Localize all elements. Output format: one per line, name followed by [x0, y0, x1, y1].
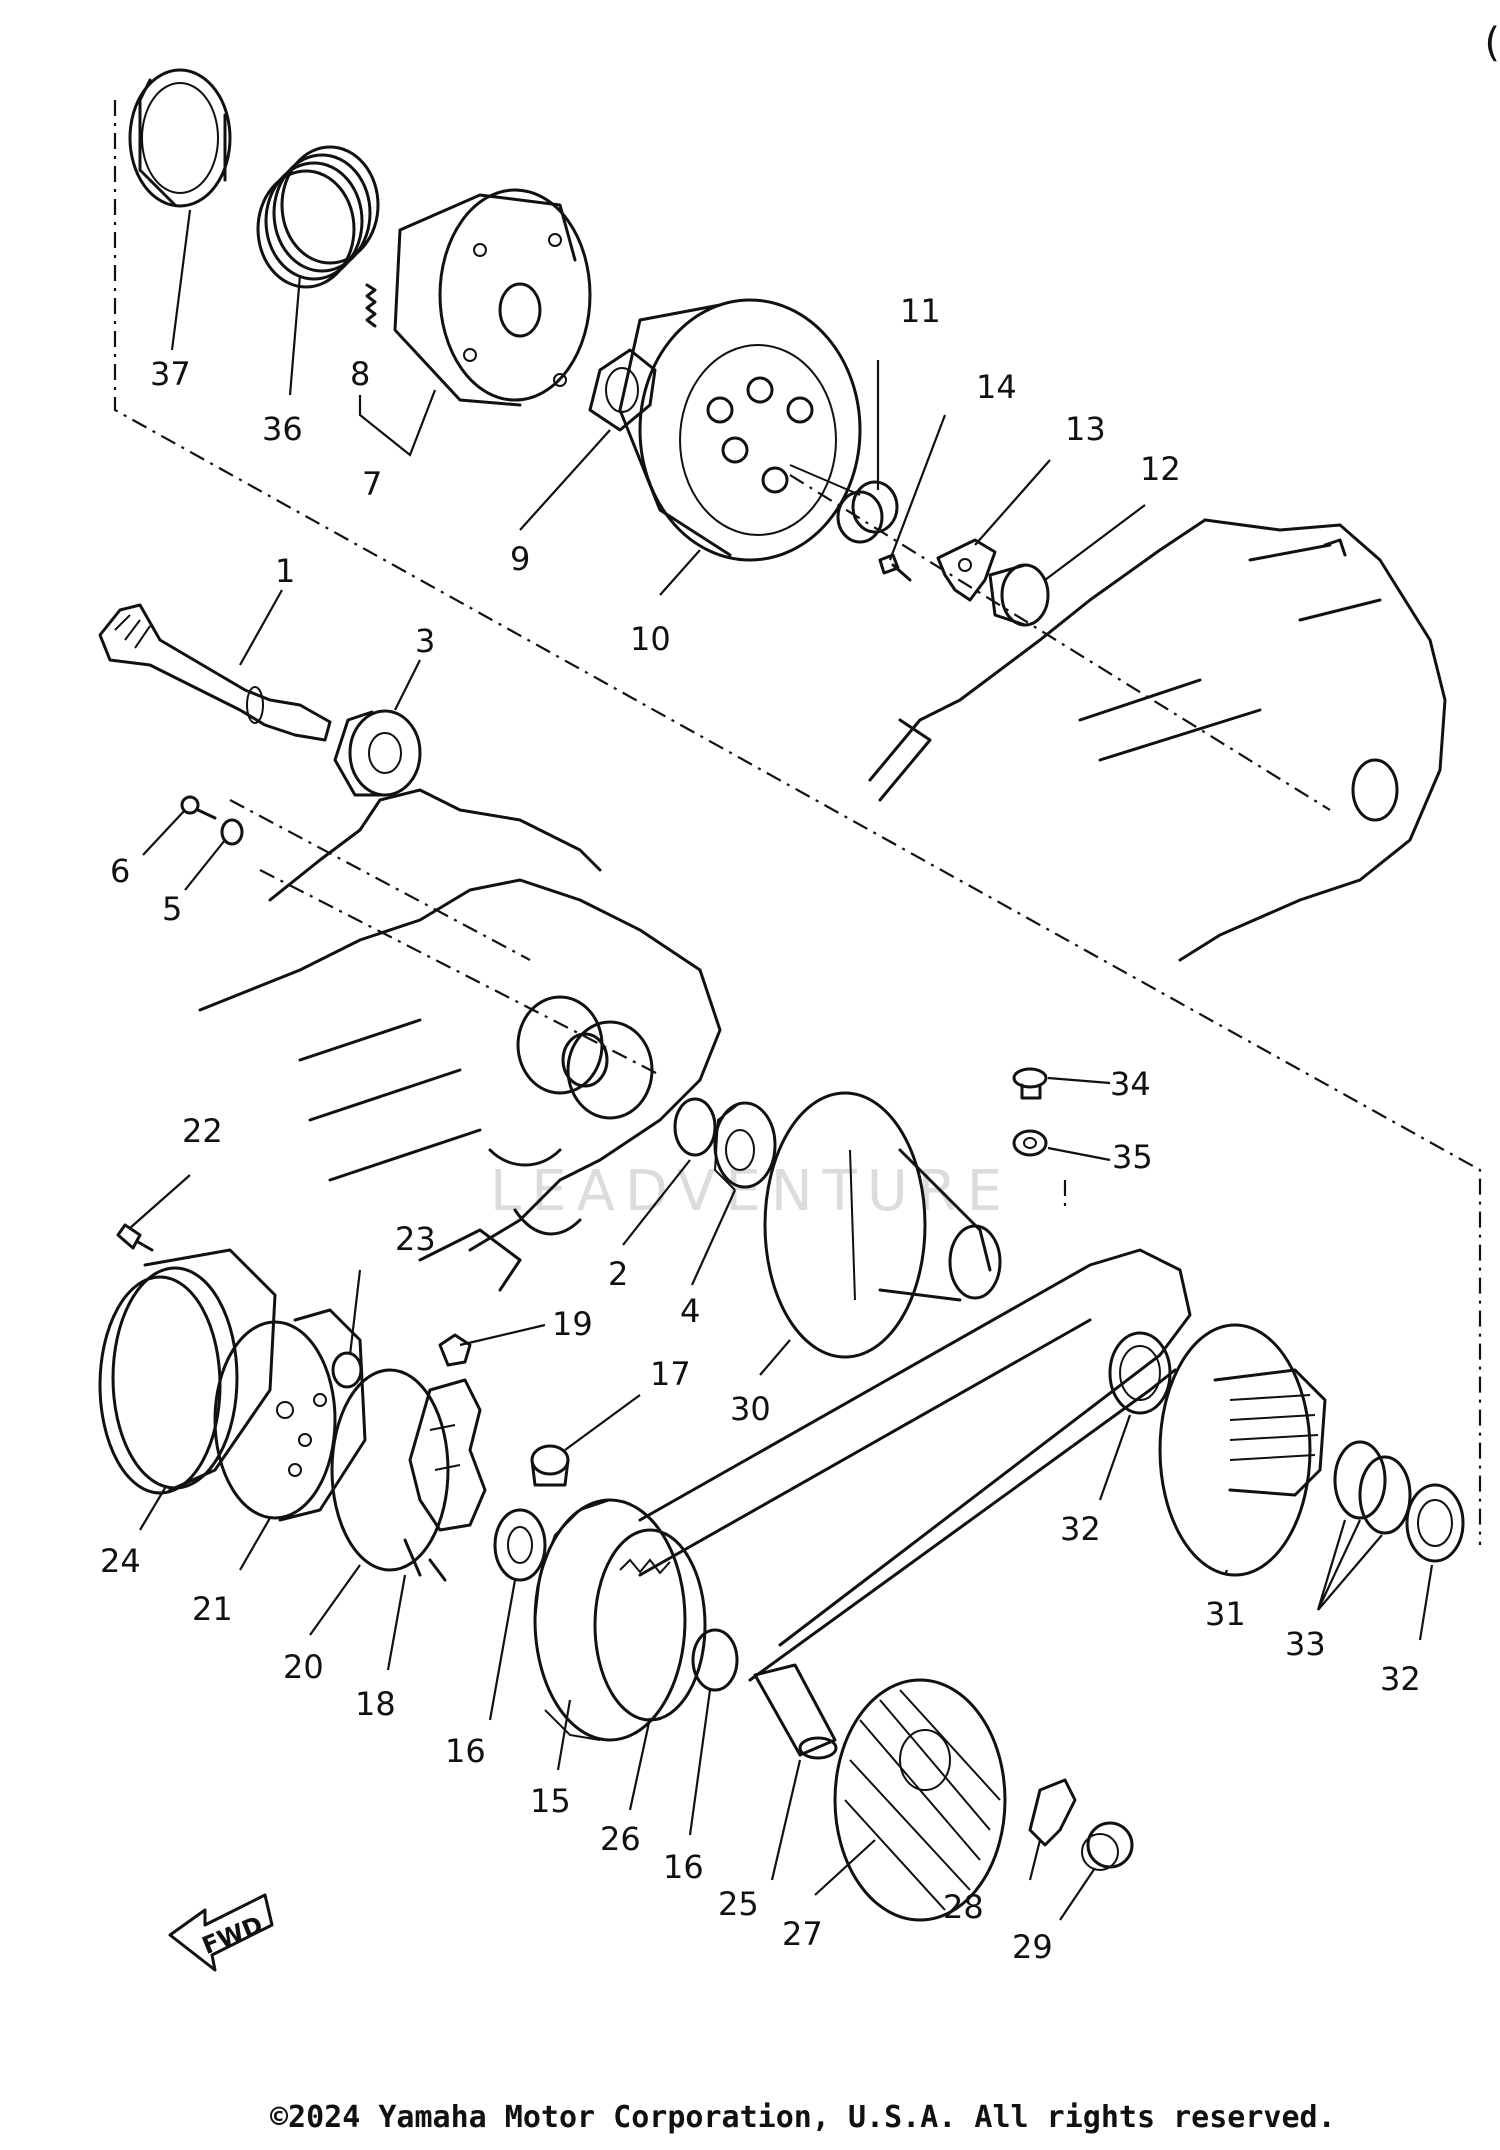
part-14-bolt — [878, 553, 912, 582]
callout-20: 20 — [283, 1648, 324, 1686]
part-17-roller — [530, 1444, 570, 1487]
part-23-ring — [331, 1351, 363, 1389]
callout-22: 22 — [182, 1112, 223, 1150]
callout-11: 11 — [900, 292, 941, 330]
part-25-sleeve — [753, 1663, 838, 1760]
part-20-disc — [330, 1368, 450, 1572]
part-7-clutch-carrier — [393, 188, 592, 407]
part-2-circlip — [673, 1097, 717, 1157]
callout-5: 5 — [162, 890, 182, 928]
part-37-clutch-cup — [128, 68, 232, 208]
part-8-small-spring — [365, 283, 377, 328]
callout-9: 9 — [510, 540, 530, 578]
part-29-nut — [1081, 1821, 1134, 1871]
leader-lines — [129, 209, 1434, 1921]
part-34-pin — [1012, 1067, 1048, 1100]
callout-34: 34 — [1110, 1065, 1151, 1103]
callout-31: 31 — [1205, 1595, 1246, 1633]
callout-6: 6 — [110, 852, 130, 890]
copyright-notice: ©2024 Yamaha Motor Corporation, U.S.A. A… — [270, 2100, 1336, 2135]
part-16-seal-upper — [493, 1508, 547, 1582]
part-10-clutch-housing — [618, 298, 862, 562]
callout-19: 19 — [552, 1305, 593, 1343]
callout-12: 12 — [1140, 450, 1181, 488]
part-30-secondary-sheave — [763, 1091, 1002, 1359]
callout-4: 4 — [680, 1292, 700, 1330]
part-18-ramp-plate — [403, 1378, 487, 1582]
callout-1: 1 — [275, 552, 295, 590]
callout-8: 8 — [350, 355, 370, 393]
callout-16-lower: 16 — [663, 1848, 704, 1886]
callout-36: 36 — [262, 410, 303, 448]
part-27-fan-pulley — [833, 1678, 1007, 1922]
part-4-bearing — [713, 1101, 777, 1191]
part-22-screw — [116, 1223, 154, 1252]
callout-24: 24 — [100, 1542, 141, 1580]
fwd-label: FWD — [198, 1911, 267, 1960]
part-28-plate — [1028, 1778, 1077, 1847]
callout-14: 14 — [976, 368, 1017, 406]
callout-21: 21 — [192, 1590, 233, 1628]
part-1-shaft — [98, 603, 332, 742]
part-11-nut — [836, 480, 899, 544]
callout-35: 35 — [1112, 1138, 1153, 1176]
engine-case-outline — [868, 518, 1447, 962]
callout-17: 17 — [650, 1355, 691, 1393]
callout-30: 30 — [730, 1390, 771, 1428]
callout-labels: 37 36 8 7 9 10 11 14 13 12 1 3 6 5 22 23… — [100, 292, 1421, 1966]
part-16-seal-lower — [691, 1628, 739, 1692]
assembly-guide-lines — [113, 100, 1482, 1545]
part-5-washer — [220, 818, 244, 846]
callout-27: 27 — [782, 1915, 823, 1953]
part-12-collar — [988, 563, 1050, 627]
callout-7: 7 — [362, 465, 382, 503]
part-19-slider — [438, 1333, 472, 1367]
callout-16-upper: 16 — [445, 1732, 486, 1770]
callout-2: 2 — [608, 1255, 628, 1293]
watermark-text: LEADVENTURE — [490, 1159, 1012, 1224]
fwd-arrow-icon: FWD — [168, 1893, 274, 1972]
part-36-spring — [256, 145, 380, 289]
callout-13: 13 — [1065, 410, 1106, 448]
callout-32-upper: 32 — [1060, 1510, 1101, 1548]
callout-33: 33 — [1285, 1625, 1326, 1663]
part-33-rings — [1333, 1440, 1412, 1535]
callout-23: 23 — [395, 1220, 436, 1258]
crankcase-left-outline — [198, 788, 722, 1292]
callout-25: 25 — [718, 1885, 759, 1923]
callout-10: 10 — [630, 620, 671, 658]
callout-3: 3 — [415, 622, 435, 660]
callout-28: 28 — [943, 1888, 984, 1926]
part-21-plate — [213, 1308, 367, 1522]
part-24-cover — [98, 1248, 277, 1495]
callout-26: 26 — [600, 1820, 641, 1858]
part-13-plate — [936, 538, 997, 602]
part-15-primary-sheave — [533, 1498, 687, 1742]
part-32-seal-upper — [1108, 1331, 1172, 1415]
callout-18: 18 — [355, 1685, 396, 1723]
corner-mark: ( — [1484, 20, 1500, 66]
callout-32-lower: 32 — [1380, 1660, 1421, 1698]
callout-29: 29 — [1012, 1928, 1053, 1966]
part-31-driven-pulley — [1158, 1323, 1327, 1577]
part-32-seal-lower — [1405, 1483, 1465, 1563]
part-35-collar — [1012, 1129, 1048, 1157]
part-6-bolt — [180, 795, 217, 820]
callout-15: 15 — [530, 1782, 571, 1820]
callout-37: 37 — [150, 355, 191, 393]
part-3-bearing — [333, 709, 422, 797]
